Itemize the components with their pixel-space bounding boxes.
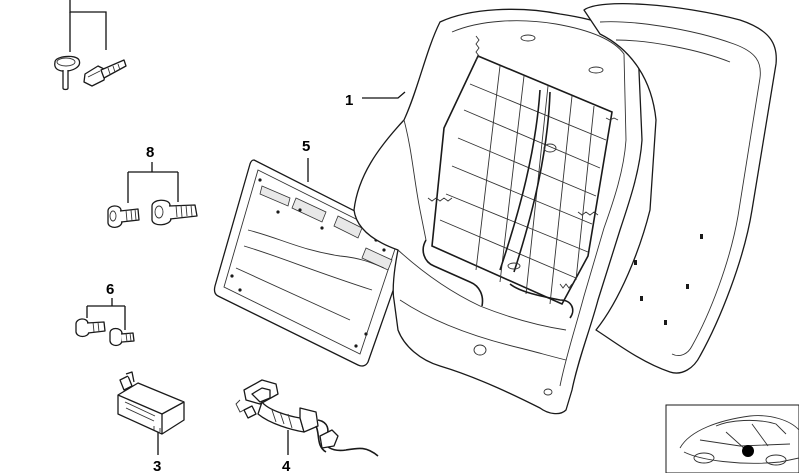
small-screw-left-icon[interactable] [75,318,106,338]
callout-4[interactable]: 4 [282,458,291,473]
vehicle-location-thumbnail[interactable] [665,404,799,473]
bolt-pair-8 [107,199,198,229]
screw-pair-6 [75,318,135,347]
spring-grid [422,54,613,319]
rear-trim-panel[interactable] [583,3,777,374]
tapping-screw-icon[interactable] [83,59,127,87]
seat-location-marker-icon [742,445,754,457]
callout-8[interactable]: 8 [146,144,154,161]
short-bolt-icon[interactable] [107,205,140,229]
frame-holes [473,34,604,396]
leader-lines [69,0,406,455]
callout-6[interactable]: 6 [106,281,114,298]
fastener-group-top [54,55,127,91]
harness-part-4[interactable] [235,379,379,457]
callout-3[interactable]: 3 [153,458,161,473]
tension-springs [427,35,619,289]
small-screw-right-icon[interactable] [109,327,135,347]
car-silhouette-icon [679,415,799,466]
callout-1[interactable]: 1 [345,92,353,109]
relay-part-3[interactable] [117,371,185,435]
seat-back-frame-part-1[interactable] [353,8,643,415]
long-bolt-icon[interactable] [151,199,198,226]
callout-5[interactable]: 5 [302,138,310,155]
plastic-clip-icon[interactable] [54,55,81,91]
